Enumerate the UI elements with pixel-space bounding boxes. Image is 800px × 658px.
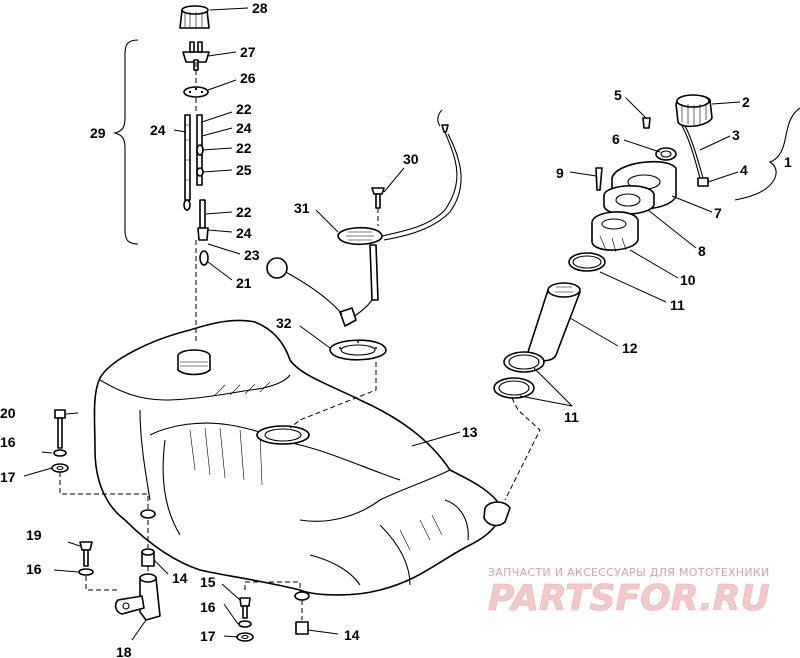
label-16-c: 16 bbox=[200, 599, 216, 615]
level-sender-31 bbox=[266, 109, 462, 327]
label-29: 29 bbox=[90, 125, 106, 141]
label-31: 31 bbox=[294, 200, 310, 216]
label-2: 2 bbox=[742, 94, 750, 110]
label-22-c: 22 bbox=[236, 204, 252, 220]
label-5: 5 bbox=[614, 87, 622, 103]
label-1: 1 bbox=[784, 154, 792, 170]
label-16-b: 16 bbox=[26, 561, 42, 577]
nut-14-a bbox=[141, 548, 155, 567]
fuel-cap-2 bbox=[675, 94, 713, 128]
leader-lines bbox=[23, 7, 741, 641]
label-28: 28 bbox=[252, 0, 268, 16]
gasket-32 bbox=[329, 339, 387, 361]
label-16-a: 16 bbox=[0, 434, 16, 450]
tether-3 bbox=[681, 125, 704, 179]
seal-6 bbox=[655, 147, 677, 161]
bracket-29 bbox=[112, 39, 139, 245]
label-10: 10 bbox=[680, 272, 696, 288]
washer-16-b bbox=[78, 568, 94, 576]
label-19: 19 bbox=[26, 527, 42, 543]
label-7: 7 bbox=[714, 205, 722, 221]
watermark-logo: PARTSFOR.RU bbox=[488, 578, 770, 619]
label-23: 23 bbox=[244, 247, 260, 263]
rivet-4 bbox=[697, 177, 709, 187]
label-4: 4 bbox=[740, 162, 748, 178]
label-26: 26 bbox=[240, 70, 256, 86]
screw-5 bbox=[642, 117, 651, 129]
label-27: 27 bbox=[240, 44, 256, 60]
label-25: 25 bbox=[236, 162, 252, 178]
clamp-11-lower-b bbox=[493, 377, 535, 399]
label-13: 13 bbox=[462, 424, 478, 440]
washer-17-b bbox=[236, 632, 254, 642]
screw-9 bbox=[595, 167, 603, 191]
label-3: 3 bbox=[732, 127, 740, 143]
watermark-tagline: ЗАПЧАСТИ И АКСЕССУАРЫ ДЛЯ МОТОТЕХНИКИ bbox=[488, 566, 770, 579]
label-21: 21 bbox=[236, 275, 252, 291]
label-22-b: 22 bbox=[236, 140, 252, 156]
hose-12 bbox=[527, 282, 581, 362]
tube-assembly bbox=[183, 114, 209, 266]
bracket-18 bbox=[114, 573, 161, 621]
label-30: 30 bbox=[403, 151, 419, 167]
label-8: 8 bbox=[698, 243, 706, 259]
nut-14-b bbox=[295, 621, 309, 635]
label-11-lower: 11 bbox=[564, 409, 579, 425]
label-9: 9 bbox=[556, 165, 564, 181]
washer-16-c bbox=[238, 620, 252, 628]
clamp-11-upper bbox=[568, 252, 606, 272]
label-18: 18 bbox=[116, 644, 132, 658]
bolt-20 bbox=[54, 409, 66, 449]
gasket-8 bbox=[603, 185, 655, 215]
clamp-11-lower-a bbox=[503, 351, 545, 373]
label-17-a: 17 bbox=[0, 469, 16, 485]
washer-16-a bbox=[53, 449, 67, 457]
label-24-c: 24 bbox=[236, 225, 252, 241]
washer-17-a bbox=[51, 463, 69, 473]
label-22-a: 22 bbox=[236, 101, 252, 117]
bolt-19 bbox=[79, 541, 93, 567]
sender-cap-28 bbox=[179, 5, 210, 29]
label-14-b: 14 bbox=[344, 627, 360, 643]
bolt-15 bbox=[239, 597, 251, 619]
label-20: 20 bbox=[0, 405, 16, 421]
label-24-b: 24 bbox=[236, 120, 252, 136]
filler-neck-10 bbox=[591, 211, 639, 253]
screw-30 bbox=[371, 187, 385, 209]
label-15: 15 bbox=[200, 574, 216, 590]
gasket-26 bbox=[183, 86, 209, 98]
label-24-a: 24 bbox=[150, 122, 166, 138]
watermark: ЗАПЧАСТИ И АКСЕССУАРЫ ДЛЯ МОТОТЕХНИКИ PA… bbox=[488, 566, 770, 619]
fuel-tank bbox=[93, 319, 511, 601]
label-17-b: 17 bbox=[200, 628, 216, 644]
label-6: 6 bbox=[612, 131, 620, 147]
label-11-upper: 11 bbox=[670, 297, 685, 313]
label-32: 32 bbox=[276, 315, 292, 331]
label-14-a: 14 bbox=[172, 570, 188, 586]
bracket-1 bbox=[734, 107, 800, 201]
label-12: 12 bbox=[622, 340, 638, 356]
